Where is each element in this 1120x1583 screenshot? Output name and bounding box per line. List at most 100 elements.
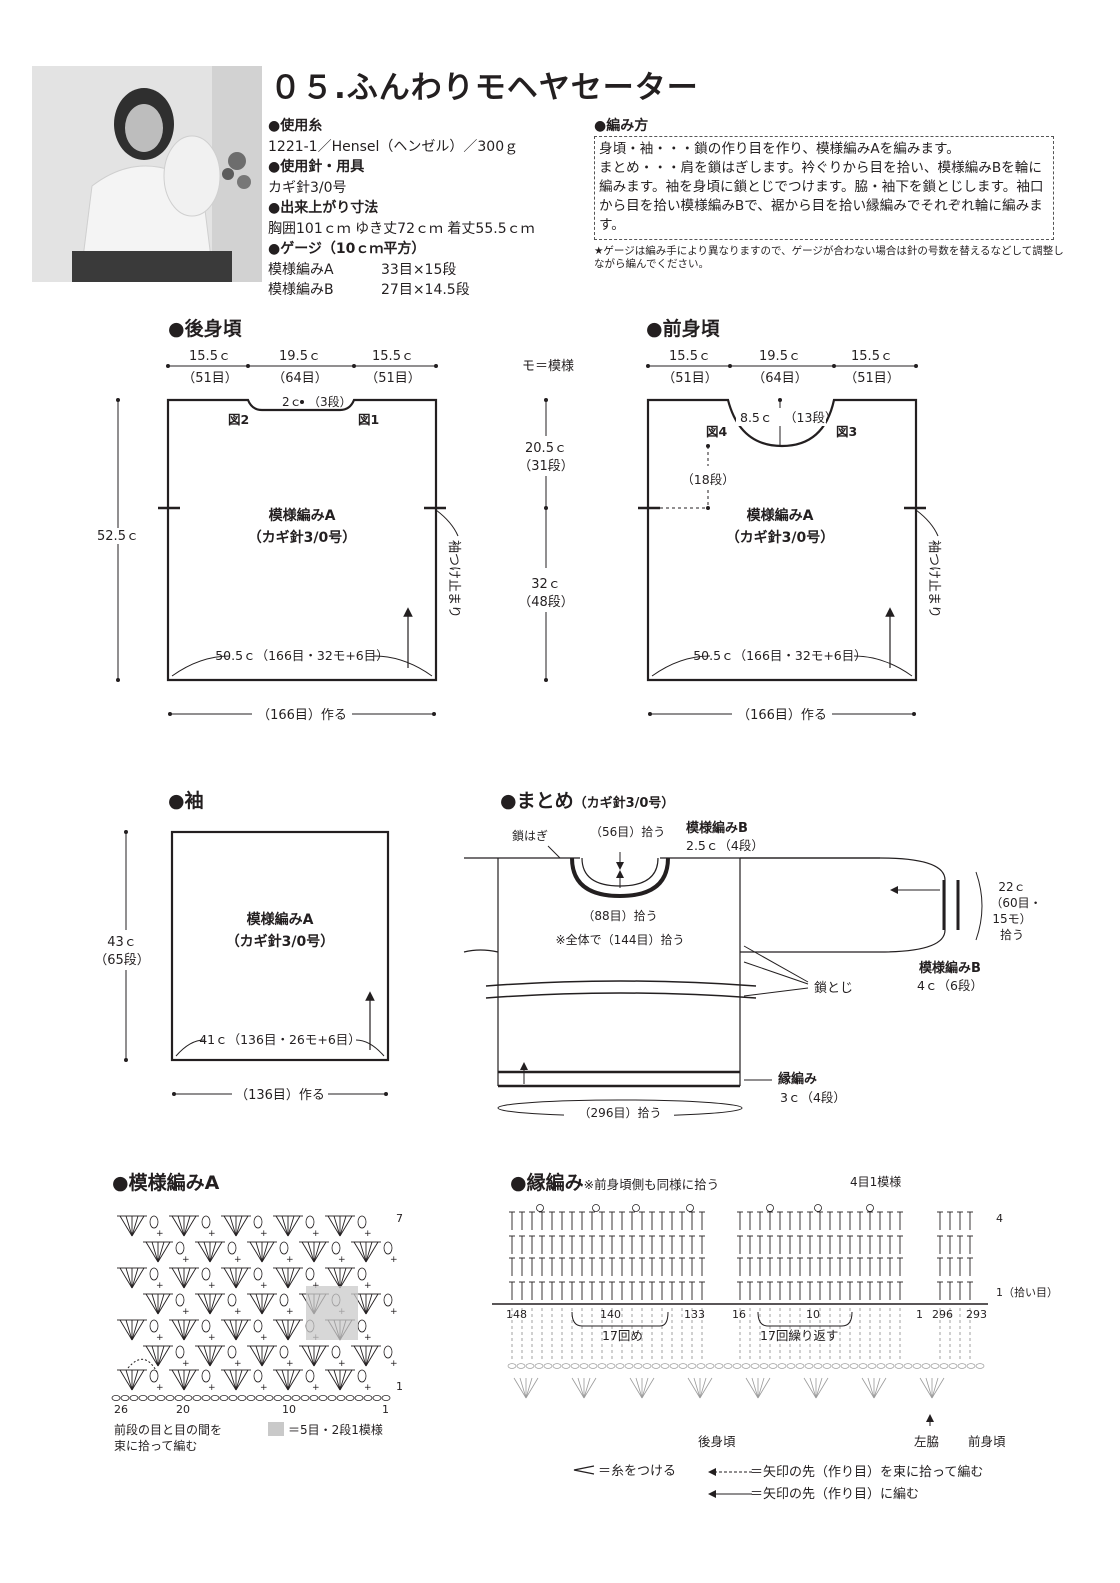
chain-loop xyxy=(253,1319,263,1333)
pattern-a-note1: 前段の目と目の間を xyxy=(114,1422,222,1437)
edging-n133: 133 xyxy=(684,1308,705,1321)
back-heading: ●後身頃 xyxy=(168,318,242,340)
foundation-chain xyxy=(723,1363,733,1369)
chain-loop xyxy=(201,1319,211,1333)
chain-stitch xyxy=(246,1395,256,1402)
tall-stitch xyxy=(339,1215,347,1237)
foundation-chain xyxy=(840,1363,850,1369)
edging-side-label: 左脇 xyxy=(914,1434,939,1449)
edging-n140: 140 xyxy=(600,1308,621,1321)
chain-stitch xyxy=(291,1395,301,1402)
tall-stitch xyxy=(119,1319,133,1341)
back-pattern: 模様編みA xyxy=(269,507,336,524)
foundation-fan xyxy=(699,1377,707,1399)
assembly-edge: 縁編み xyxy=(778,1071,817,1087)
tall-stitch xyxy=(287,1267,295,1289)
pattern-a-row-top: 7 xyxy=(396,1212,403,1225)
size-value: 胸囲101ｃｍ ゆき丈72ｃｍ 着丈55.5ｃｍ xyxy=(268,220,535,237)
legend-into: ＝矢印の先（作り目）に編む xyxy=(750,1486,919,1502)
sc-mark: + xyxy=(286,1307,294,1317)
foundation-chain xyxy=(633,1363,643,1369)
yarn-heading: ●使用糸 xyxy=(268,118,323,134)
gauge-a-value: 33目×15段 xyxy=(381,261,457,278)
edging-motif: 4目1模様 xyxy=(850,1175,901,1189)
front-neck-rows: （13段） xyxy=(784,410,837,425)
method-line1: 身頃・袖・・・鎖の作り目を作り、模様編みAを編みます。 xyxy=(599,141,960,157)
method-heading: ●編み方 xyxy=(594,118,649,134)
foundation-fan xyxy=(525,1377,539,1399)
front-w1: 15.5ｃ xyxy=(669,349,711,364)
tall-stitch xyxy=(151,1241,159,1263)
tall-stitch xyxy=(287,1369,301,1391)
back-sleeve-stop-text: 袖つけ止まり xyxy=(446,540,461,618)
tall-stitch xyxy=(313,1241,327,1263)
tall-stitch xyxy=(235,1267,249,1289)
foundation-chain xyxy=(579,1363,589,1369)
assembly-heading: ●まとめ（カギ針3/0号） xyxy=(500,786,674,813)
legend-mo: モ＝模様 xyxy=(522,359,574,374)
foundation-chain xyxy=(786,1363,796,1369)
tall-stitch xyxy=(327,1369,341,1391)
chain-loop xyxy=(201,1369,211,1383)
foundation-chain xyxy=(525,1363,535,1369)
tall-stitch xyxy=(183,1267,197,1289)
tall-stitch xyxy=(183,1369,197,1391)
tall-stitch xyxy=(145,1241,159,1263)
picot-mark xyxy=(592,1204,600,1212)
back-sleeve-stop: 袖つけ止まり xyxy=(446,540,461,618)
tall-stitch xyxy=(183,1267,191,1289)
edging-front-label: 前身頃 xyxy=(968,1434,1006,1449)
front-w2: 19.5ｃ xyxy=(759,349,801,364)
tall-stitch xyxy=(235,1369,243,1391)
sc-mark: + xyxy=(208,1229,216,1239)
front-sleeve-stop-text: 袖つけ止まり xyxy=(926,540,941,618)
tall-stitch xyxy=(209,1345,217,1367)
foundation-chain xyxy=(570,1363,580,1369)
size-heading: ●出来上がり寸法 xyxy=(268,200,379,216)
mid-h1s: （31段） xyxy=(518,459,574,474)
foundation-chain xyxy=(849,1363,859,1369)
foundation-chain xyxy=(552,1363,562,1369)
assembly-edge-len: 3ｃ（4段） xyxy=(780,1090,846,1105)
back-hook: （カギ針3/0号） xyxy=(248,529,357,546)
sc-mark: + xyxy=(364,1229,372,1239)
tall-stitch xyxy=(261,1293,269,1315)
tall-stitch xyxy=(249,1241,263,1263)
foundation-chain xyxy=(669,1363,679,1369)
chain-loop xyxy=(253,1369,263,1383)
pattern-a-col20: 20 xyxy=(176,1403,190,1416)
tall-stitch xyxy=(275,1215,289,1237)
picot-mark xyxy=(814,1204,822,1212)
foundation-fan xyxy=(803,1377,817,1399)
sleeve-diagram: 43ｃ （65段） 模様編みA （カギ針3/0号） 41ｃ（136目・26モ+6… xyxy=(94,830,390,1103)
tall-stitch xyxy=(301,1345,315,1367)
front-w3: 15.5ｃ xyxy=(851,349,893,364)
tall-stitch xyxy=(131,1267,139,1289)
sc-mark: + xyxy=(286,1359,294,1369)
tall-stitch xyxy=(365,1345,373,1367)
foundation-chain xyxy=(660,1363,670,1369)
edging-n293: 293 xyxy=(966,1308,987,1321)
back-height: 52.5ｃ xyxy=(97,529,139,544)
foundation-chain xyxy=(903,1363,913,1369)
tall-stitch xyxy=(287,1319,295,1341)
chain-loop xyxy=(279,1241,289,1255)
tall-stitch xyxy=(131,1319,145,1341)
tools-value: カギ針3/0号 xyxy=(268,179,347,196)
chain-stitch xyxy=(282,1395,292,1402)
assembly-pick296: （296目）拾う xyxy=(579,1105,662,1120)
tall-stitch xyxy=(131,1369,139,1391)
back-body-diagram: 15.5ｃ （51目） 19.5ｃ （64目） 15.5ｃ （51目） 2ｃ （… xyxy=(92,349,461,723)
picot-mark xyxy=(866,1204,874,1212)
chain-stitch xyxy=(372,1395,382,1402)
assembly-chain-join: 鎖はぎ xyxy=(512,828,548,843)
tall-stitch xyxy=(235,1215,249,1237)
tall-stitch xyxy=(177,1215,185,1237)
chain-stitch xyxy=(354,1395,364,1402)
sc-mark: + xyxy=(156,1383,164,1393)
tall-stitch xyxy=(229,1319,237,1341)
foundation-fan xyxy=(873,1377,881,1399)
sc-mark: + xyxy=(364,1383,372,1393)
assembly-cuff-pattern: 模様編みB xyxy=(919,960,981,976)
